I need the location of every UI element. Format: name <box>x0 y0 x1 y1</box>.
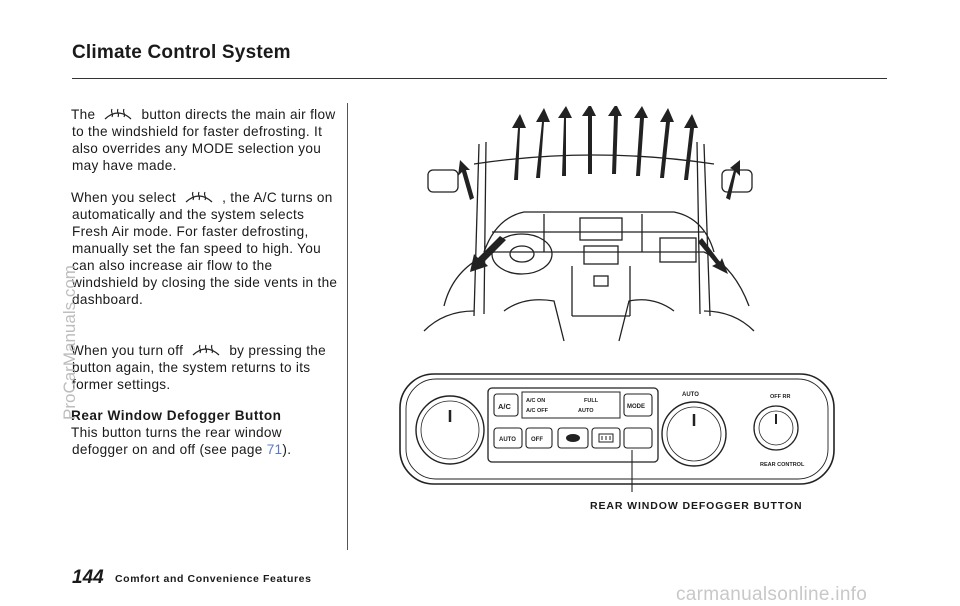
recirculation-button[interactable] <box>557 427 589 449</box>
paragraph-defrost-select: When you select , the A/C turns on autom… <box>71 189 340 308</box>
side-watermark-text: ProCarManuals.com <box>60 265 79 420</box>
header-rule <box>72 78 887 79</box>
windshield-defrost-icon <box>192 344 220 356</box>
defogger-callout-label: REAR WINDOW DEFOGGER BUTTON <box>590 500 803 512</box>
p3-before: When you turn off <box>71 343 184 358</box>
windshield-defrost-icon <box>185 191 213 203</box>
fan-knob[interactable] <box>415 395 485 465</box>
ac-on-label: A/C ON <box>526 398 545 404</box>
full-label: FULL <box>584 398 599 404</box>
rear-defogger-icon <box>598 433 614 443</box>
page-title: Climate Control System <box>72 42 291 63</box>
auto-label: AUTO <box>499 437 516 443</box>
rear-control-knob[interactable] <box>753 405 799 451</box>
p4-after: ). <box>282 442 292 457</box>
temperature-knob[interactable] <box>661 401 727 467</box>
p1-after: button directs the main air flow to the … <box>72 107 336 173</box>
page-link[interactable]: 71 <box>266 442 283 457</box>
rear-defogger-button[interactable] <box>591 427 621 449</box>
front-defrost-button[interactable] <box>623 427 653 449</box>
footer-section: Comfort and Convenience Features <box>115 573 312 585</box>
paragraph-rear-defogger: Rear Window Defogger Button This button … <box>71 407 340 458</box>
paragraph-defrost-off: When you turn off by pressing the button… <box>71 342 340 393</box>
off-rr-label: OFF RR <box>770 394 790 400</box>
auto-knob-label: AUTO <box>682 392 699 398</box>
p2-before: When you select <box>71 190 176 205</box>
paragraph-defrost-intro: The button directs the main air flow to … <box>71 106 340 174</box>
section-heading: Rear Window Defogger Button <box>71 408 282 423</box>
p4-before: This button turns the rear window defogg… <box>71 425 282 457</box>
ac-label: A/C <box>498 402 512 411</box>
auto-small-label: AUTO <box>578 408 594 414</box>
dashboard-airflow-illustration <box>423 106 755 342</box>
windshield-defrost-icon <box>104 108 132 120</box>
p3-after: by pressing the button again, the system… <box>72 343 327 392</box>
column-divider <box>347 103 348 550</box>
recirculation-icon <box>566 434 580 442</box>
side-watermark: ProCarManuals.com <box>60 265 79 420</box>
p2-after: , the A/C turns on automatically and the… <box>72 190 338 307</box>
ac-button[interactable] <box>493 393 519 417</box>
off-label: OFF <box>531 437 543 443</box>
page-number: 144 <box>72 567 104 588</box>
site-watermark: carmanualsonline.info <box>676 584 868 605</box>
ac-off-label: A/C OFF <box>526 408 549 414</box>
rear-control-label: REAR CONTROL <box>760 462 805 468</box>
auto-button[interactable] <box>493 427 523 449</box>
off-button[interactable] <box>525 427 553 449</box>
climate-control-panel-illustration: A/C A/C ON A/C OFF FULL AUTO MODE AUTO O… <box>399 373 835 492</box>
mode-button[interactable] <box>623 393 653 417</box>
mode-label: MODE <box>627 404 645 410</box>
p1-before: The <box>71 107 96 122</box>
